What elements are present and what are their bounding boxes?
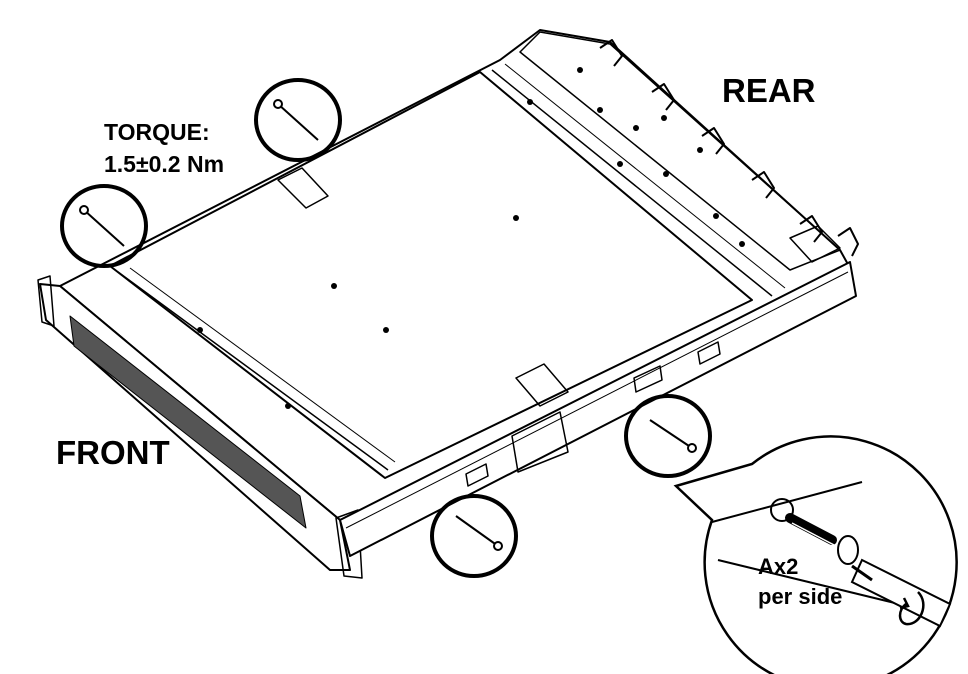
rail-slot — [465, 463, 489, 487]
screw-count-label: Ax2 per side — [758, 552, 842, 612]
torque-label-value: 1.5±0.2 Nm — [104, 151, 225, 177]
detail-bubble — [673, 435, 958, 674]
top-label-plate — [277, 167, 329, 209]
screw-callout — [430, 494, 518, 578]
mount-holes — [197, 67, 745, 409]
torque-label-line1: TORQUE: — [104, 119, 210, 145]
rear-label-plate — [789, 225, 841, 263]
screw-callout — [60, 184, 148, 268]
side-rail — [339, 261, 857, 557]
screw-count-line1: Ax2 — [758, 554, 799, 579]
screw-callout — [624, 394, 712, 478]
rear-handle — [751, 171, 775, 199]
chassis-cover-rail — [117, 271, 389, 471]
rear-handle — [837, 227, 859, 257]
chassis-cover-seam-left — [109, 71, 753, 479]
front-ear — [37, 275, 55, 327]
front-label: FRONT — [56, 434, 170, 471]
front-port-block — [69, 315, 307, 529]
rear-panel-seam — [491, 69, 773, 297]
screw-callout — [254, 78, 342, 162]
side-rail-inner — [345, 271, 849, 529]
rail-slot — [697, 341, 721, 365]
front-ear — [335, 509, 363, 579]
rear-panel-seam — [504, 63, 786, 289]
screw-icon — [79, 205, 125, 247]
detail-panel-edge — [711, 481, 863, 523]
torque-label: TORQUE: 1.5±0.2 Nm — [104, 116, 224, 180]
rear-label: REAR — [722, 72, 816, 109]
screw-icon — [649, 419, 697, 453]
rail-slot — [633, 365, 663, 393]
chassis-cover-rail — [129, 267, 396, 463]
rear-handle — [651, 83, 675, 111]
screw-icon — [273, 99, 319, 141]
screwdriver-icon — [850, 558, 952, 628]
rear-handle — [701, 127, 725, 155]
detail-hole — [770, 498, 794, 522]
screw-icon — [785, 512, 859, 565]
screw-count-line2: per side — [758, 584, 843, 609]
rotation-arrow-icon — [898, 591, 925, 626]
top-label-plate — [515, 363, 569, 407]
rear-handle — [599, 39, 623, 67]
rail-bracket — [511, 411, 569, 473]
rear-handle — [799, 215, 823, 243]
screw-icon — [455, 515, 503, 551]
